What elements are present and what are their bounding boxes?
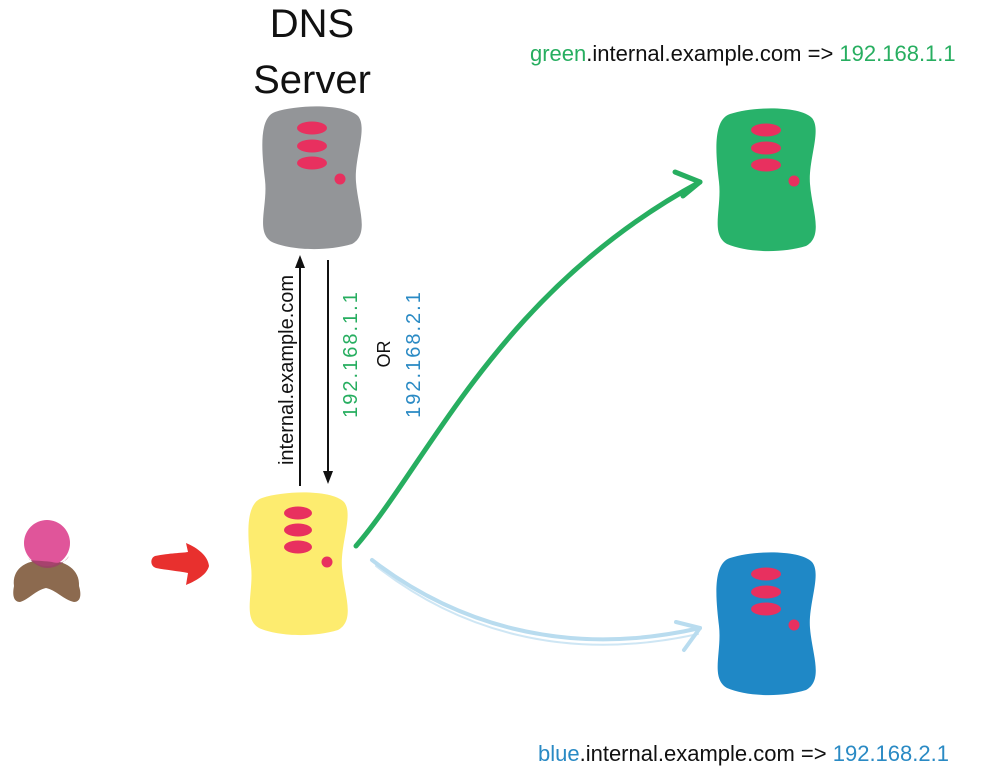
query-domain-label: internal.example.com <box>276 275 298 465</box>
blue-route-arrow <box>370 558 702 652</box>
green-record-subdomain: green <box>530 41 586 66</box>
blue-record-ip: 192.168.2.1 <box>833 741 949 766</box>
green-record-suffix: .internal.example.com => <box>586 41 839 66</box>
dns-server-title-line2: Server <box>253 58 371 102</box>
dns-server-title-line1: DNS <box>270 2 354 46</box>
client-server-icon <box>248 492 348 636</box>
response-or-label: OR <box>374 340 394 367</box>
blue-record-label: blue.internal.example.com => 192.168.2.1 <box>538 741 949 766</box>
user-icon <box>13 520 81 602</box>
response-blue-ip: 192.168.2.1 <box>403 290 425 418</box>
dns-query-arrow <box>295 255 305 486</box>
blue-server-icon <box>716 552 816 696</box>
blue-record-suffix: .internal.example.com => <box>580 741 833 766</box>
response-green-ip: 192.168.1.1 <box>340 290 362 418</box>
dns-server-icon <box>262 106 362 250</box>
blue-record-subdomain: blue <box>538 741 580 766</box>
green-server-icon <box>716 108 816 252</box>
green-record-ip: 192.168.1.1 <box>839 41 955 66</box>
arrow-right-icon <box>151 543 209 585</box>
green-route-arrow <box>353 169 703 549</box>
green-record-label: green.internal.example.com => 192.168.1.… <box>530 41 956 66</box>
dns-response-arrow <box>323 260 333 484</box>
